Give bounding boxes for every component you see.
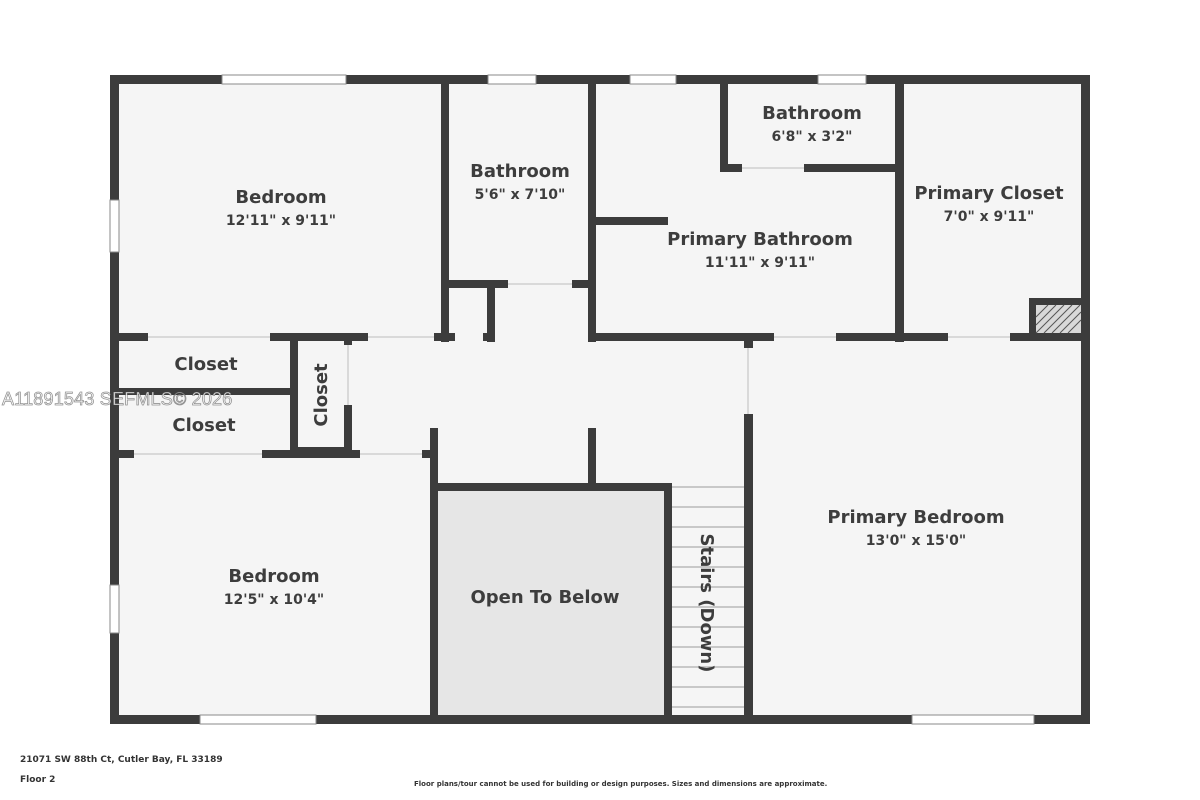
room-dims-bathroom-n: 5'6" x 7'10"	[475, 187, 566, 203]
room-dims-bathroom-small: 6'8" x 3'2"	[772, 129, 853, 145]
footer-address: 21071 SW 88th Ct, Cutler Bay, FL 33189	[20, 755, 223, 765]
chase-hatch	[1035, 304, 1082, 334]
room-dims-primary-bedroom: 13'0" x 15'0"	[866, 533, 966, 549]
room-name-closet-vertical: Closet	[311, 363, 332, 427]
room-name-closet-1: Closet	[174, 354, 238, 375]
room-dims-bedroom-nw: 12'11" x 9'11"	[226, 213, 336, 229]
footer-disclaimer: Floor plans/tour cannot be used for buil…	[414, 780, 828, 788]
footer-floor: Floor 2	[20, 775, 56, 785]
room-name-bedroom-sw: Bedroom	[228, 566, 319, 587]
walls	[110, 75, 1090, 724]
open-to-below-area	[437, 490, 666, 715]
room-name-primary-bedroom: Primary Bedroom	[827, 507, 1004, 528]
room-name-primary-bathroom: Primary Bathroom	[667, 229, 853, 250]
room-name-bathroom-n: Bathroom	[470, 161, 570, 182]
room-name-open-to-below: Open To Below	[470, 587, 619, 608]
room-dims-primary-closet: 7'0" x 9'11"	[944, 209, 1035, 225]
room-name-closet-2: Closet	[172, 415, 236, 436]
stairs-treads	[672, 486, 746, 708]
room-name-stairs: Stairs (Down)	[696, 534, 717, 673]
watermark: A11891543 SEFMLS© 2026	[2, 389, 233, 410]
windows	[109, 74, 1035, 725]
room-name-bedroom-nw: Bedroom	[235, 187, 326, 208]
room-dims-bedroom-sw: 12'5" x 10'4"	[224, 592, 324, 608]
door-thin-lines	[134, 167, 1010, 455]
room-name-bathroom-small: Bathroom	[762, 103, 862, 124]
room-dims-primary-bathroom: 11'11" x 9'11"	[705, 255, 815, 271]
room-name-primary-closet: Primary Closet	[914, 183, 1064, 204]
